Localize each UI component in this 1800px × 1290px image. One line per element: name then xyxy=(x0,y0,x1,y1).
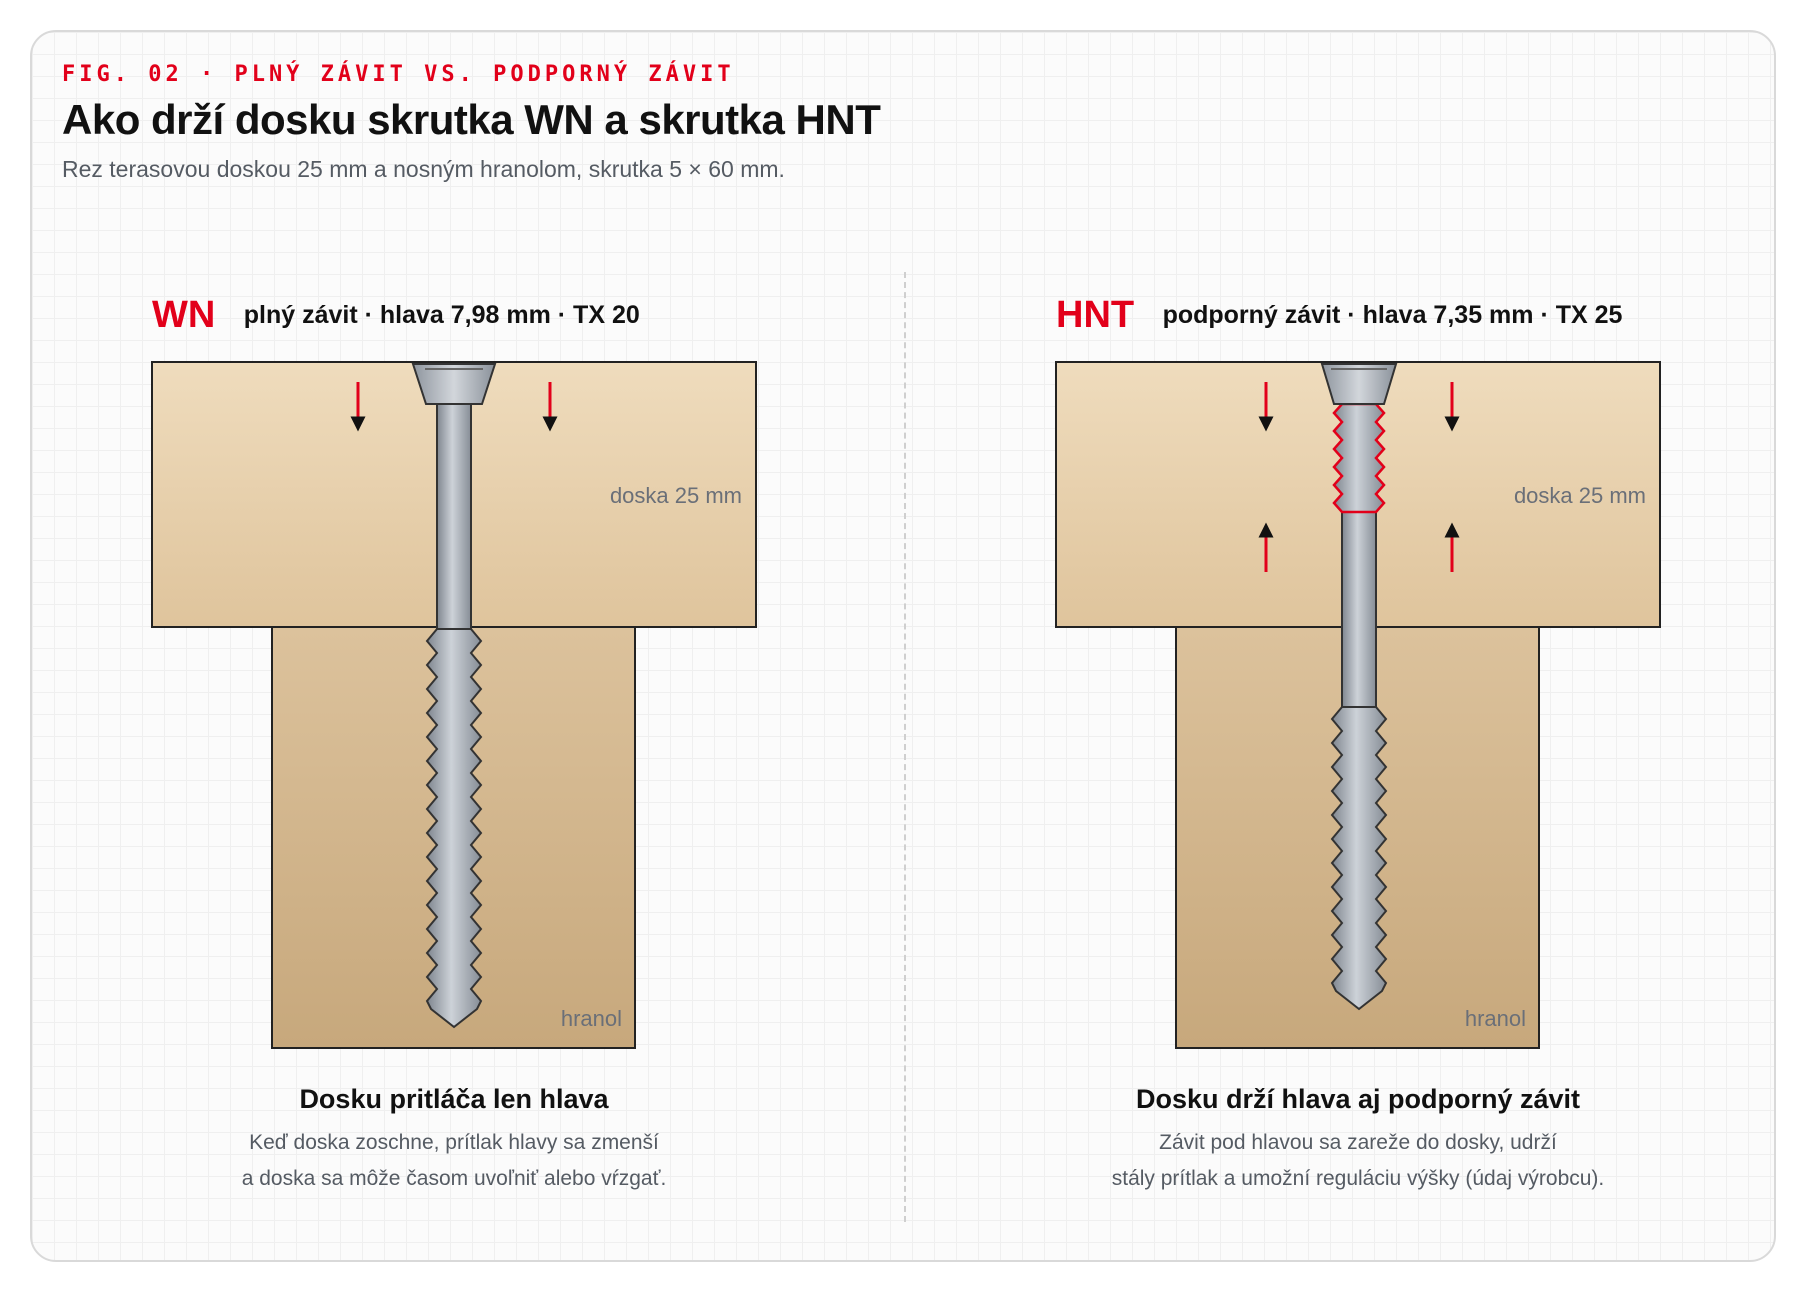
caption-line-wn-2: a doska sa môže časom uvoľniť alebo vŕzg… xyxy=(241,1167,667,1190)
wn-screw-head xyxy=(411,363,497,405)
cross-section-diagram: doska 25 mm hranol doska 25 mm hranol xyxy=(151,361,1661,1049)
caption-title-hnt: Dosku drží hlava aj podporný závit xyxy=(1135,1084,1581,1114)
figure-label: FIG. 02 · PLNÝ ZÁVIT VS. PODPORNÝ ZÁVIT xyxy=(62,62,735,87)
caption-title-wn: Dosku pritláča len hlava xyxy=(299,1084,609,1114)
caption-hnt: Dosku drží hlava aj podporný závit Závit… xyxy=(978,1084,1738,1197)
screw-spec-hnt: podporný závit · hlava 7,35 mm · TX 25 xyxy=(1162,301,1623,329)
hnt-screw-head xyxy=(1320,363,1398,405)
caption-line-wn-1: Keď doska zoschne, prítlak hlavy sa zmen… xyxy=(249,1131,659,1154)
screw-code-hnt: HNT xyxy=(1056,294,1135,336)
wn-screw-shank xyxy=(436,403,472,630)
caption-line-hnt-2: stály prítlak a umožní reguláciu výšky (… xyxy=(1111,1167,1605,1190)
figure-title: Ako drží dosku skrutka WN a skrutka HNT xyxy=(62,96,881,143)
wn-beam-label: hranol xyxy=(561,1006,622,1031)
figure-card: FIG. 02 · PLNÝ ZÁVIT VS. PODPORNÝ ZÁVIT … xyxy=(30,30,1776,1262)
panel-heading-wn: WN plný závit · hlava 7,98 mm · TX 20 xyxy=(152,294,640,337)
hnt-screw-thread xyxy=(1330,706,1388,1011)
wn-board-label: doska 25 mm xyxy=(610,483,742,508)
wn-section: doska 25 mm hranol xyxy=(151,361,757,1049)
panel-heading-hnt: HNT podporný závit · hlava 7,35 mm · TX … xyxy=(1056,294,1622,337)
caption-wn: Dosku pritláča len hlava Keď doska zosch… xyxy=(74,1084,834,1197)
hnt-board-label: doska 25 mm xyxy=(1514,483,1646,508)
wn-screw-thread xyxy=(425,628,483,1029)
hnt-section: doska 25 mm hranol xyxy=(1055,361,1661,1049)
caption-line-hnt-1: Závit pod hlavou sa zareže do dosky, udr… xyxy=(1159,1131,1557,1154)
screw-spec-wn: plný závit · hlava 7,98 mm · TX 20 xyxy=(243,301,640,329)
hnt-screw-shank xyxy=(1341,511,1377,708)
screw-code-wn: WN xyxy=(152,294,216,336)
panel-divider xyxy=(904,272,906,1222)
hnt-support-thread xyxy=(1332,402,1386,514)
hnt-beam-label: hranol xyxy=(1465,1006,1526,1031)
figure-subtitle: Rez terasovou doskou 25 mm a nosným hran… xyxy=(62,156,785,182)
